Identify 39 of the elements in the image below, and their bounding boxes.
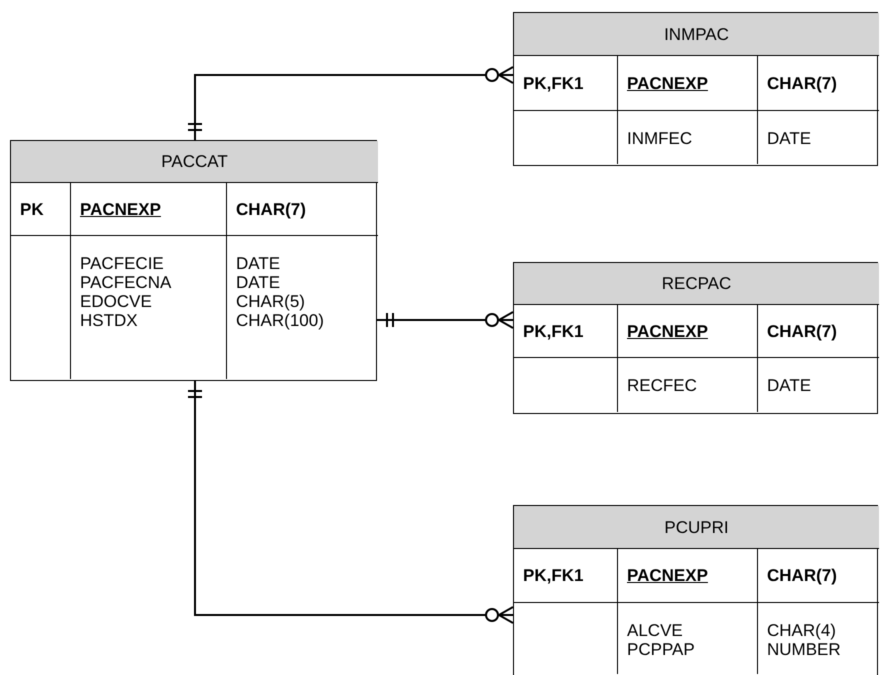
table-name: PCUPRI	[664, 518, 729, 536]
data-type: CHAR(7)	[767, 566, 838, 585]
data-type: CHAR(5)	[236, 292, 306, 311]
relationship-line	[188, 66, 514, 140]
column-name: PCPPAP	[627, 640, 696, 659]
data-type: DATE	[236, 254, 282, 273]
data-type: CHAR(4)	[767, 621, 837, 640]
data-type: NUMBER	[767, 640, 842, 659]
relationship-line	[188, 381, 514, 624]
column-name: HSTDX	[80, 311, 139, 330]
key-label: PK,FK1	[523, 566, 584, 585]
entity-table	[513, 505, 878, 675]
column-name: INMFEC	[627, 129, 694, 148]
data-type: CHAR(7)	[767, 322, 838, 340]
data-type: CHAR(100)	[236, 311, 325, 330]
data-type: DATE	[767, 376, 812, 395]
column-name: EDOCVE	[80, 292, 153, 311]
entity-table	[10, 140, 377, 381]
column-name: PACFECIE	[80, 254, 165, 273]
column-name: PACFECNA	[80, 273, 172, 292]
key-column-name: PACNEXP	[627, 74, 709, 92]
table-name: PACCAT	[161, 152, 228, 171]
data-type: CHAR(7)	[767, 74, 838, 92]
entity-table	[513, 12, 878, 166]
relationship-line	[377, 311, 514, 329]
table-name: RECPAC	[662, 274, 732, 293]
key-column-name: PACNEXP	[627, 566, 709, 585]
data-type: DATE	[236, 273, 282, 292]
key-label: PK	[20, 200, 45, 218]
column-name: ALCVE	[627, 621, 684, 640]
entity-table	[513, 262, 878, 414]
column-name: RECFEC	[627, 376, 698, 395]
data-type: CHAR(7)	[236, 200, 307, 218]
key-label: PK,FK1	[523, 322, 584, 340]
data-type: DATE	[767, 129, 812, 148]
key-column-name: PACNEXP	[627, 322, 709, 340]
key-column-name: PACNEXP	[80, 200, 162, 218]
table-name: INMPAC	[664, 24, 729, 44]
key-label: PK,FK1	[523, 74, 584, 92]
